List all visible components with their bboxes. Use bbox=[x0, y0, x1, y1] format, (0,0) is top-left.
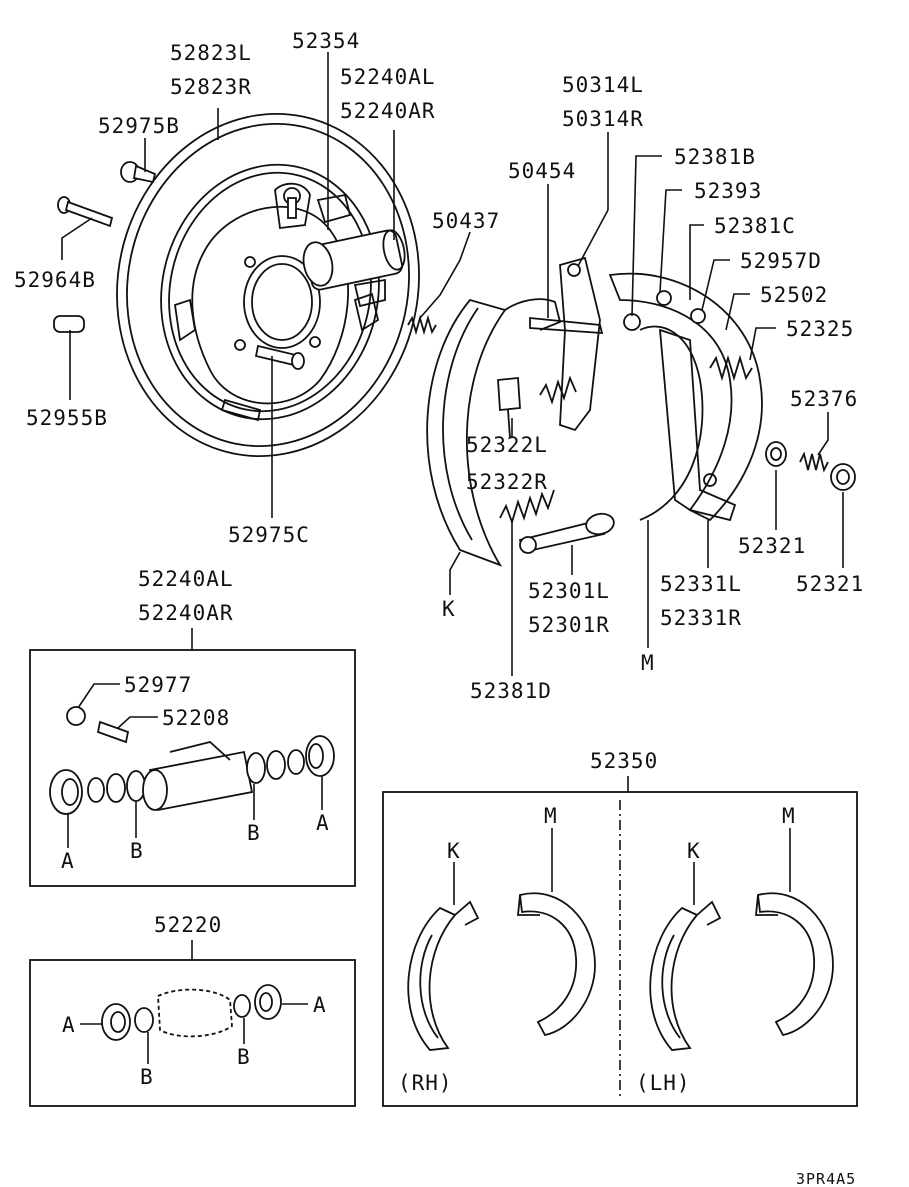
rh-shoe-m bbox=[517, 892, 596, 1037]
inset-label-52240al: 52240AL bbox=[138, 567, 234, 591]
label-50454: 50454 bbox=[508, 159, 576, 183]
nut-52975b bbox=[120, 161, 157, 184]
label-52321-b: 52321 bbox=[796, 572, 864, 596]
label-52381c: 52381C bbox=[714, 214, 796, 238]
inset-box-shoe-set bbox=[382, 791, 858, 1107]
inset-label-52350: 52350 bbox=[590, 749, 658, 773]
shoe-spring-upper bbox=[539, 375, 577, 405]
label-52354: 52354 bbox=[292, 29, 360, 53]
label-52975c: 52975C bbox=[228, 523, 310, 547]
kit-letter-a-right: A bbox=[313, 993, 327, 1017]
shoe-spring-lower bbox=[499, 489, 555, 525]
rh-letter-k: K bbox=[447, 839, 461, 863]
cup-52321-b bbox=[830, 463, 856, 491]
label-52331r: 52331R bbox=[660, 606, 742, 630]
label-52955b: 52955B bbox=[26, 406, 108, 430]
cup-52321-a bbox=[765, 441, 787, 467]
label-52502: 52502 bbox=[760, 283, 828, 307]
inset-letter-b-left: B bbox=[130, 839, 144, 863]
label-52823l: 52823L bbox=[170, 41, 252, 65]
label-52325: 52325 bbox=[786, 317, 854, 341]
spring-50437 bbox=[407, 314, 437, 336]
kit-boot-a-right bbox=[254, 984, 282, 1020]
kit-cylinder-ghost bbox=[157, 988, 233, 1038]
inset-shoe-set: 52350 K M (RH) K M bbox=[382, 749, 858, 1107]
plug-52955b bbox=[53, 315, 85, 333]
label-52240al: 52240AL bbox=[340, 65, 436, 89]
brake-shoe-k bbox=[426, 298, 562, 567]
label-m: M bbox=[641, 651, 655, 675]
label-52823r: 52823R bbox=[170, 75, 252, 99]
label-52964b: 52964B bbox=[14, 268, 96, 292]
label-52975b: 52975B bbox=[98, 114, 180, 138]
label-52321-a: 52321 bbox=[738, 534, 806, 558]
label-52381b: 52381B bbox=[674, 145, 756, 169]
lh-letter-m: M bbox=[782, 804, 796, 828]
label-52322l: 52322L bbox=[466, 433, 548, 457]
inset-letter-b-right: B bbox=[247, 821, 261, 845]
inset-label-52240ar: 52240AR bbox=[138, 601, 234, 625]
bolt-52964b bbox=[57, 196, 114, 228]
pin-52381 bbox=[623, 290, 706, 331]
lh-letter-k: K bbox=[687, 839, 701, 863]
lever-50314 bbox=[559, 256, 601, 432]
lh-shoe-k bbox=[649, 900, 722, 1051]
bleeder-52208 bbox=[96, 720, 130, 744]
cup-b-right bbox=[246, 752, 266, 784]
rh-shoe-k bbox=[407, 900, 480, 1051]
kit-cup-b-right bbox=[233, 994, 251, 1018]
label-52393: 52393 bbox=[694, 179, 762, 203]
spring-52325 bbox=[709, 354, 753, 382]
leader-lines bbox=[61, 52, 844, 676]
inset-letter-a-right: A bbox=[316, 811, 330, 835]
backing-plate bbox=[116, 112, 420, 458]
lh-shoe-m bbox=[755, 892, 834, 1037]
spring-52376 bbox=[799, 451, 829, 473]
label-52301l: 52301L bbox=[528, 579, 610, 603]
inset-box-cup-kit bbox=[29, 959, 356, 1107]
label-52376: 52376 bbox=[790, 387, 858, 411]
holder-52322 bbox=[497, 377, 521, 439]
label-52957d: 52957D bbox=[740, 249, 822, 273]
strut-50454 bbox=[529, 317, 604, 334]
cap-52977 bbox=[66, 706, 86, 726]
stud-52975c bbox=[254, 344, 305, 370]
kit-letter-b-left: B bbox=[140, 1065, 154, 1089]
cup-b-left bbox=[126, 770, 146, 802]
label-50437: 50437 bbox=[432, 209, 500, 233]
label-50314l: 50314L bbox=[562, 73, 644, 97]
kit-letter-b-right: B bbox=[237, 1045, 251, 1069]
kit-cup-b-left bbox=[134, 1007, 154, 1033]
diagram-code: 3PR4A5 bbox=[796, 1170, 856, 1187]
label-50314r: 50314R bbox=[562, 107, 644, 131]
kit-letter-a-left: A bbox=[62, 1013, 76, 1037]
inset-label-52220: 52220 bbox=[154, 913, 222, 937]
label-52240ar: 52240AR bbox=[340, 99, 436, 123]
inset-box-wheel-cylinder bbox=[29, 649, 356, 887]
adjuster-52301 bbox=[518, 512, 615, 554]
wheel-cylinder-on-plate bbox=[302, 229, 406, 308]
kit-boot-a-left bbox=[101, 1003, 131, 1041]
label-52301r: 52301R bbox=[528, 613, 610, 637]
label-52322r: 52322R bbox=[466, 470, 548, 494]
side-rh: (RH) bbox=[398, 1071, 453, 1095]
bleeder-pin-52354 bbox=[283, 187, 301, 219]
parking-lever-52331 bbox=[658, 328, 737, 522]
label-52331l: 52331L bbox=[660, 572, 742, 596]
inset-label-52208: 52208 bbox=[162, 706, 230, 730]
label-k: K bbox=[442, 597, 456, 621]
label-52381d: 52381D bbox=[470, 679, 552, 703]
side-lh: (LH) bbox=[636, 1071, 691, 1095]
inset-label-52977: 52977 bbox=[124, 673, 192, 697]
inset-letter-a-left: A bbox=[61, 849, 75, 873]
inset-cup-kit: 52220 A B B A bbox=[29, 913, 356, 1107]
inset-wheel-cylinder: 52240AL 52240AR 52977 52208 A B B A bbox=[29, 567, 356, 887]
boot-a-right bbox=[305, 735, 335, 777]
rh-letter-m: M bbox=[544, 804, 558, 828]
labels-top: 52823L 52823R 52354 52240AL 52240AR 5297… bbox=[14, 29, 864, 703]
